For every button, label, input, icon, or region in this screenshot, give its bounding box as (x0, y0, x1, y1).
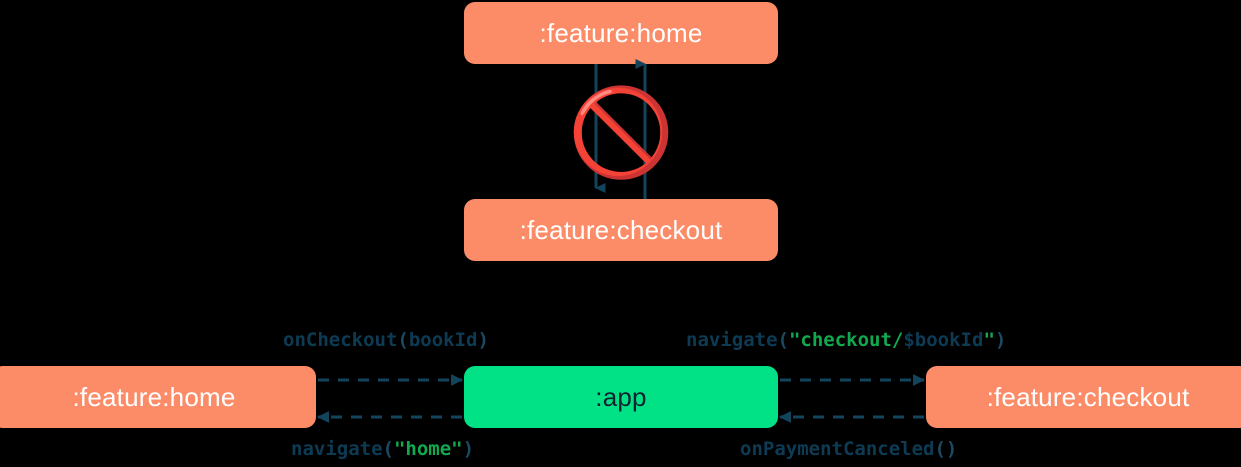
edge-label-onpaymentcanceled: onPaymentCanceled() (740, 440, 957, 459)
edge-label-token: $bookId (903, 329, 984, 351)
edge-label-token: bookId (408, 329, 478, 351)
edge-label-token: " (983, 329, 995, 351)
module-node-label: :feature:checkout (519, 215, 723, 245)
edge-label-token: () (934, 438, 958, 460)
module-node-label: :feature:checkout (986, 382, 1190, 412)
module-node-app[interactable]: :app (464, 366, 778, 428)
edge-label-token: onCheckout (283, 329, 398, 351)
edge-label-navigate-checkout: navigate("checkout/$bookId") (686, 331, 1006, 350)
module-node-feature-checkout-bottom[interactable]: :feature:checkout (926, 366, 1241, 428)
forbidden-icon: 🚫 (567, 85, 675, 181)
edge-label-token: ) (994, 329, 1007, 351)
edge-label-oncheckout: onCheckout(bookId) (283, 331, 489, 350)
edge-label-token: ( (397, 329, 409, 351)
edge-label-token: ( (777, 329, 789, 351)
edge-label-token: navigate (291, 438, 383, 460)
module-node-label: :feature:home (539, 18, 703, 48)
edge-label-token: "checkout/ (788, 329, 904, 351)
edge-label-token: onPaymentCanceled (740, 438, 935, 460)
edge-label-token: "home" (393, 438, 463, 460)
module-node-label: :feature:home (72, 382, 236, 412)
edge-label-navigate-home: navigate("home") (291, 440, 474, 459)
module-node-label: :app (595, 382, 647, 412)
edge-label-token: navigate (686, 329, 778, 351)
module-node-feature-checkout-top[interactable]: :feature:checkout (464, 199, 778, 261)
edge-label-token: ) (462, 438, 475, 460)
edge-label-token: ) (477, 329, 489, 351)
module-node-feature-home-bottom[interactable]: :feature:home (0, 366, 316, 428)
module-node-feature-home-top[interactable]: :feature:home (464, 2, 778, 64)
edge-label-token: ( (382, 438, 394, 460)
